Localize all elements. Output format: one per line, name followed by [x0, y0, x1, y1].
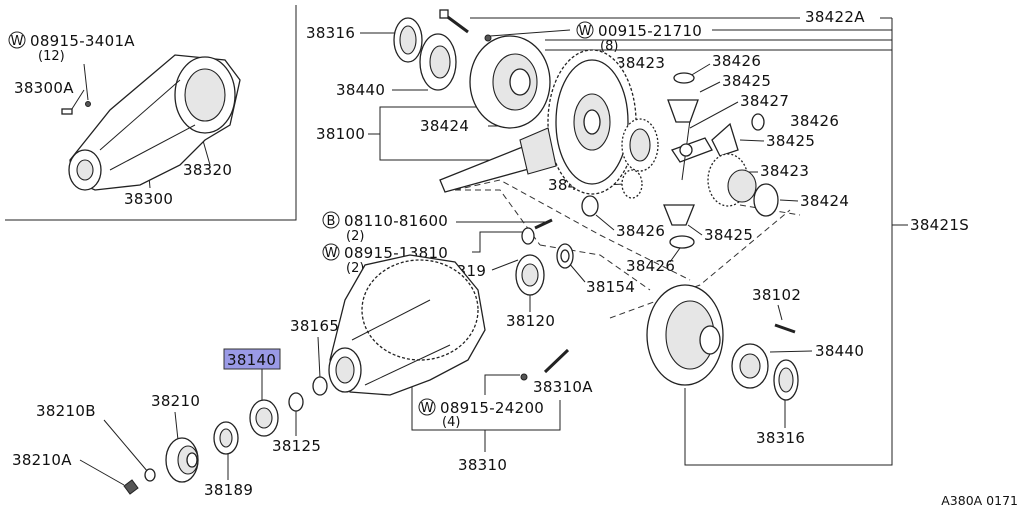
part-label-38125: 38125 [272, 437, 321, 455]
part-label-38424-right: 38424 [800, 192, 849, 210]
part-label-38423-top: 38423 [616, 54, 665, 72]
part-label-38440-bottom: 38440 [815, 342, 864, 360]
bearing-cup-38316-top [393, 17, 423, 63]
bolt-38102 [774, 323, 796, 334]
bearing-38120 [515, 254, 545, 296]
bearing-cup-38316-bottom [773, 359, 799, 401]
nut-38210A [123, 479, 139, 495]
part-label-38426-a: 38426 [712, 52, 761, 70]
thrust-washer-38426-a [673, 72, 695, 84]
highlight-box[interactable] [223, 348, 281, 370]
callout-symbol: W [11, 34, 24, 49]
part-label-38423-right: 38423 [760, 162, 809, 180]
washer-38210B [144, 468, 156, 482]
seal-38154 [556, 243, 574, 269]
companion-flange-38210 [165, 437, 199, 483]
bearing-38140 [249, 399, 279, 437]
part-label-38210A: 38210A [12, 451, 72, 469]
callout-symbol: W [325, 246, 338, 261]
part-label-38426-b: 38426 [790, 112, 839, 130]
part-number-08915-3401A: 08915-3401A [30, 32, 135, 50]
bolt-08110 [534, 218, 553, 230]
pinion-mate-38425-c [621, 169, 643, 199]
pinion-mate-38425-b [711, 122, 739, 157]
callout-symbol: W [579, 24, 592, 39]
callout-symbol: W [421, 401, 434, 416]
thrust-washer-38426-b [751, 113, 765, 131]
part-label-38210B: 38210B [36, 402, 96, 420]
part-label-38422A: 38422A [805, 8, 865, 26]
part-label-38100: 38100 [316, 125, 365, 143]
part-label-38440-top: 38440 [336, 81, 385, 99]
side-gear-38423-top [621, 118, 659, 172]
part-label-38300: 38300 [124, 190, 173, 208]
part-label-38165: 38165 [290, 317, 339, 335]
part-number-08110-81600: 08110-81600 [344, 212, 448, 230]
callout-00915-21710: W 00915-21710 (8) [489, 21, 892, 54]
part-label-38424-mid: 38424 [420, 117, 469, 135]
thrust-washer-38424-right [753, 183, 779, 217]
bearing-38440-top [419, 33, 457, 91]
part-label-38425-a: 38425 [722, 72, 771, 90]
part-label-38120: 38120 [506, 312, 555, 330]
pinion-mate-38425-d [663, 204, 695, 226]
part-label-38189: 38189 [204, 481, 253, 499]
washer-38165 [312, 376, 328, 396]
part-label-38425-d: 38425 [704, 226, 753, 244]
part-label-38300A: 38300A [14, 79, 74, 97]
part-label-38427: 38427 [740, 92, 789, 110]
diff-case-38421S [646, 284, 724, 386]
quantity-label: (2) [346, 229, 364, 244]
bearing-38440-bottom [731, 343, 769, 389]
highlighted-part-38140[interactable]: 38140 [223, 348, 281, 370]
washer-08915-24200 [520, 373, 528, 381]
ring-gear-38100 [547, 49, 637, 195]
part-label-38102: 38102 [752, 286, 801, 304]
seal-38189 [213, 421, 239, 455]
washer-00915 [484, 34, 492, 42]
pinion-mate-38425-a [667, 99, 699, 123]
part-label-38425-b: 38425 [766, 132, 815, 150]
part-label-38154: 38154 [586, 278, 635, 296]
pinion-mate-shaft-38427 [671, 119, 713, 181]
part-number-08915-24200: 08915-24200 [440, 399, 544, 417]
part-label-38316-bottom: 38316 [756, 429, 805, 447]
part-label-38310: 38310 [458, 456, 507, 474]
inset-panel: W 08915-3401A (12) 38300A 38320 38300 [5, 5, 297, 221]
callout-08110-81600: B 08110-81600 (2) [322, 211, 545, 244]
quantity-label: (4) [442, 415, 460, 430]
part-label-38421S: 38421S [910, 216, 969, 234]
part-number-00915-21710: 00915-21710 [598, 22, 702, 40]
thrust-washer-38426-d [669, 235, 695, 249]
thrust-washer-38426-c [581, 195, 599, 217]
inset-callout: W 08915-3401A (12) [8, 31, 135, 64]
part-label-38320: 38320 [183, 161, 232, 179]
part-label-38316-top: 38316 [306, 24, 355, 42]
part-label-38310A: 38310A [533, 378, 593, 396]
diagram-code: A380A 0171 [941, 493, 1018, 508]
part-label-38140[interactable]: 38140 [227, 351, 276, 369]
side-gear-38423-right [707, 153, 757, 207]
bolt-38310A [543, 348, 570, 374]
quantity-label: (2) [346, 261, 364, 276]
gear-carrier-38310 [328, 254, 486, 396]
spacer-38125 [288, 392, 304, 412]
part-label-38210: 38210 [151, 392, 200, 410]
callout-symbol: B [327, 214, 336, 229]
diff-case-half [469, 35, 551, 129]
callout-08915-24200: W 08915-24200 (4) [418, 398, 544, 430]
part-label-38426-d: 38426 [626, 257, 675, 275]
part-label-38426-c: 38426 [616, 222, 665, 240]
bolt-38422A [439, 9, 469, 34]
quantity-label: (12) [38, 49, 65, 64]
carrier-housing-inset [61, 54, 241, 191]
drive-pinion-38100 [439, 127, 557, 193]
shim-38319 [521, 227, 535, 245]
